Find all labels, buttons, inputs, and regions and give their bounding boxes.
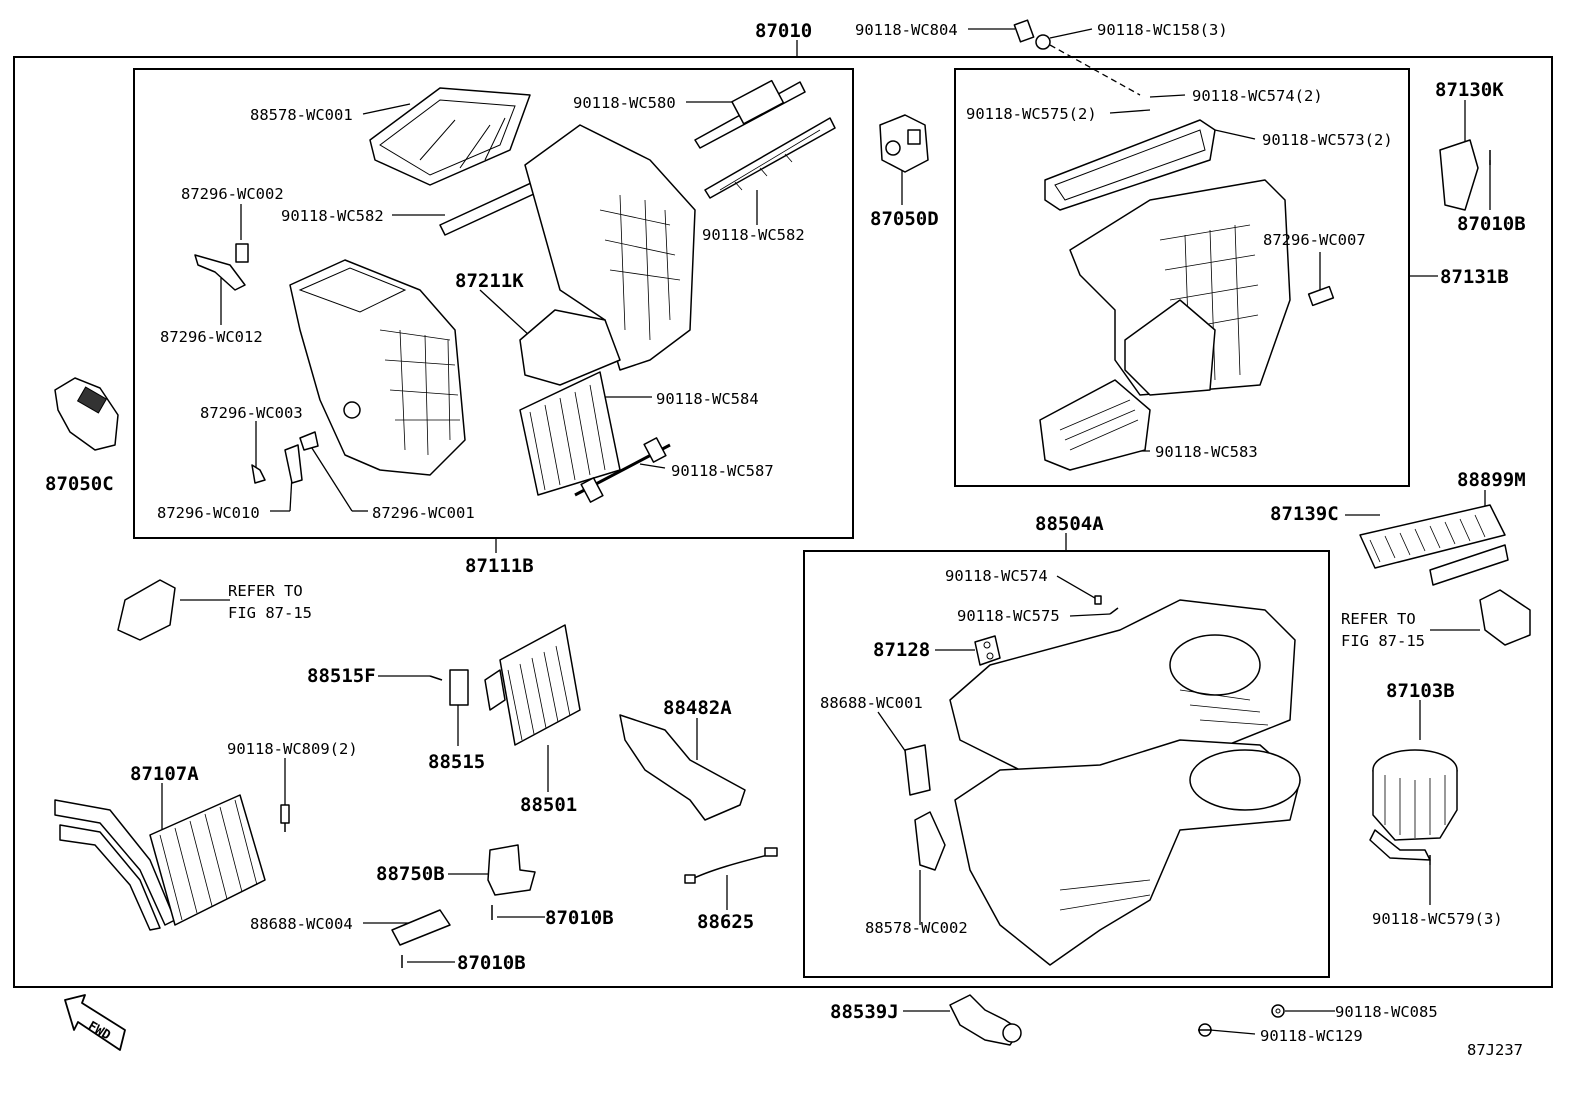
main-hvac-case-part [289,259,466,476]
duct-refer-left [117,579,176,641]
shaft-gear-part [574,437,671,503]
label-87111b: 87111B [465,555,534,577]
label-refer-fig-left-line1: REFER TO [228,582,303,600]
label-87050c: 87050C [45,473,114,495]
label-88515: 88515 [428,751,485,773]
label-90118-wc085: 90118-WC085 [1335,1003,1438,1021]
label-90118-wc158: 90118-WC158(3) [1097,21,1228,39]
label-87296-wc003: 87296-WC003 [200,404,303,422]
frame-87111b-group [133,68,854,539]
wire-sensor-88625 [684,847,778,884]
actuator-87050c [54,377,119,451]
heater-core-87107a [54,794,266,931]
seal-88688-wc001 [904,744,931,796]
label-87010b-top: 87010B [1457,213,1526,235]
frame-87131b-group [954,68,1410,487]
label-87296-wc012: 87296-WC012 [160,328,263,346]
label-87130k: 87130K [1435,79,1504,101]
actuator-87050d [879,114,929,173]
label-88899m: 88899M [1457,469,1526,491]
label-90118-wc575-2: 90118-WC575(2) [966,105,1097,123]
label-90118-wc583: 90118-WC583 [1155,443,1258,461]
part-labels: 87010 90118-WC804 90118-WC158(3) 88578-W… [45,20,1526,1059]
label-87296-wc010: 87296-WC010 [157,504,260,522]
screw-90118-wc809 [280,804,290,832]
label-88539j: 88539J [830,1001,899,1023]
actuator-87130k [1439,139,1491,211]
label-90118-wc587: 90118-WC587 [671,462,774,480]
blower-lower-duct [1039,379,1151,471]
screw-90118-wc574-575-lower [1094,595,1119,615]
filter-grille-part [519,371,621,496]
outer-assembly-frame [13,56,1553,988]
label-87050d: 87050D [870,208,939,230]
sensor-87296-wc007 [1307,285,1335,307]
fwd-arrow-icon: FWD [64,994,126,1051]
label-87128: 87128 [873,639,930,661]
label-87131b: 87131B [1440,266,1509,288]
label-87211k: 87211K [455,270,524,292]
sensor-88515 [429,669,469,706]
label-87010b-low: 87010B [457,952,526,974]
label-87296-wc007: 87296-WC007 [1263,231,1366,249]
label-90118-wc804: 90118-WC804 [855,21,958,39]
resistor-88750b [487,844,536,920]
small-bracket-87128 [974,635,1001,666]
label-87296-wc001: 87296-WC001 [372,504,475,522]
front-case-part [519,124,696,386]
leader-lines [161,28,1491,1035]
label-87139c: 87139C [1270,503,1339,525]
drain-hose-88539j [949,994,1022,1046]
label-88501: 88501 [520,794,577,816]
duct-refer-right [1479,589,1531,646]
label-88578-wc001: 88578-WC001 [250,106,353,124]
upper-case-part [369,87,531,186]
label-88688-wc004: 88688-WC004 [250,915,353,933]
label-90118-wc129: 90118-WC129 [1260,1027,1363,1045]
plate-88688-wc004 [391,909,451,968]
label-87103b: 87103B [1386,680,1455,702]
blower-lower-case-88504a [949,599,1301,966]
label-88625: 88625 [697,911,754,933]
label-refer-fig-right-line2: FIG 87-15 [1341,632,1425,650]
label-88515f: 88515F [307,665,376,687]
clip-90118-wc129 [1198,1023,1212,1037]
label-88688-wc001: 88688-WC001 [820,694,923,712]
figure-code: 87J237 [1467,1041,1523,1059]
label-90118-wc582-right: 90118-WC582 [702,226,805,244]
label-88482a: 88482A [663,697,732,719]
label-refer-fig-left-line2: FIG 87-15 [228,604,312,622]
label-90118-wc809: 90118-WC809(2) [227,740,358,758]
label-88750b: 88750B [376,863,445,885]
label-90118-wc584: 90118-WC584 [656,390,759,408]
label-90118-wc580: 90118-WC580 [573,94,676,112]
label-90118-wc575: 90118-WC575 [957,607,1060,625]
label-88578-wc002: 88578-WC002 [865,919,968,937]
label-87296-wc002: 87296-WC002 [181,185,284,203]
label-87107a: 87107A [130,763,199,785]
small-link-parts [194,243,319,484]
clip-90118-wc804 [1013,19,1051,50]
label-87010: 87010 [755,20,812,42]
blower-upper-case [1044,119,1291,396]
label-refer-fig-right-line1: REFER TO [1341,610,1416,628]
bracket-88482a [619,714,746,821]
evaporator-88501 [484,624,581,746]
label-90118-wc582-left: 90118-WC582 [281,207,384,225]
label-88504a: 88504A [1035,513,1104,535]
clip-90118-wc085 [1271,1004,1285,1018]
label-90118-wc579: 90118-WC579(3) [1372,910,1503,928]
blower-motor-87103b [1369,749,1458,865]
label-87010b-mid: 87010B [545,907,614,929]
label-90118-wc574-2: 90118-WC574(2) [1192,87,1323,105]
label-90118-wc574: 90118-WC574 [945,567,1048,585]
seal-88578-wc002 [914,811,946,871]
label-90118-wc573-2: 90118-WC573(2) [1262,131,1393,149]
air-filter-87139c [1359,504,1509,586]
